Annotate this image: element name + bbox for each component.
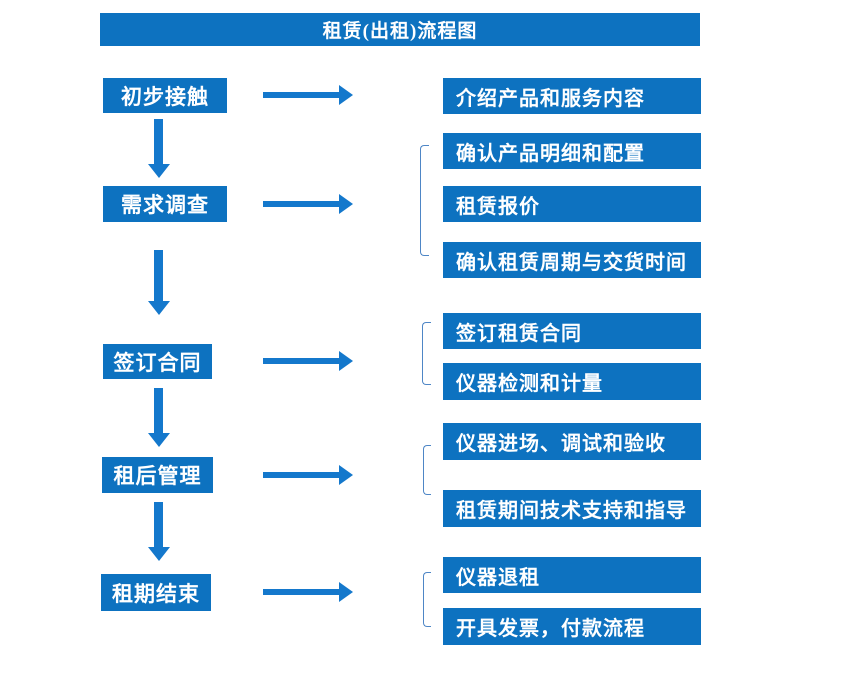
group-bracket-2 (420, 145, 429, 256)
chart-title-bar: 租赁(出租)流程图 (100, 13, 700, 46)
detail-box: 开具发票，付款流程 (443, 608, 701, 645)
right-arrow-3 (263, 358, 339, 364)
down-arrow-4 (154, 502, 163, 547)
down-arrow-1 (154, 119, 163, 164)
group-bracket-4 (423, 445, 431, 495)
group-bracket-5 (423, 572, 431, 627)
detail-box: 介绍产品和服务内容 (443, 78, 701, 114)
detail-box: 签订租赁合同 (443, 313, 701, 349)
detail-box: 仪器退租 (443, 557, 701, 593)
detail-box: 确认租赁周期与交货时间 (443, 242, 701, 278)
flow-step-box-3: 签订合同 (103, 344, 212, 379)
detail-box: 仪器进场、调试和验收 (443, 423, 701, 460)
detail-box: 确认产品明细和配置 (443, 133, 701, 169)
right-arrow-5 (263, 589, 339, 595)
right-arrow-4 (263, 472, 339, 478)
flow-step-box-4: 租后管理 (102, 457, 213, 493)
flow-step-box-2: 需求调查 (103, 186, 227, 222)
right-arrow-2 (263, 201, 339, 207)
detail-box: 租赁期间技术支持和指导 (443, 490, 701, 527)
flow-step-box-5: 租期结束 (101, 574, 211, 611)
down-arrow-2 (154, 250, 163, 301)
detail-box: 租赁报价 (443, 186, 701, 222)
right-arrow-1 (263, 92, 339, 98)
flow-step-box-1: 初步接触 (103, 78, 227, 113)
detail-box: 仪器检测和计量 (443, 363, 701, 400)
down-arrow-3 (154, 388, 163, 433)
group-bracket-3 (422, 322, 431, 385)
